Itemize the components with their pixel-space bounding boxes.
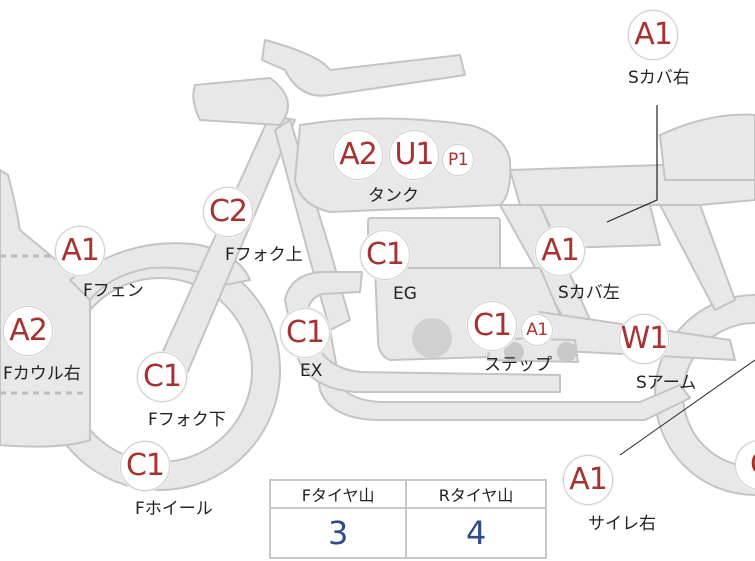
silencer-right-label: サイレ右 <box>588 514 656 534</box>
s-cover-right-badge-1: A1 <box>628 10 678 60</box>
rear-wheel-badge-clip: C <box>735 440 755 492</box>
step-peg-left <box>504 342 524 362</box>
rear-wheel-badge-1: C <box>735 440 755 490</box>
rear-cowl-shape <box>659 113 755 181</box>
f-fork-lower-label: Fフォク下 <box>148 410 226 430</box>
step-badge-2: A1 <box>521 314 553 346</box>
f-cowl-right-label: Fカウル右 <box>3 364 81 384</box>
frame-lower-shape <box>309 329 691 421</box>
silencer-right-badge-1: A1 <box>563 455 613 505</box>
step-badge-1: C1 <box>467 301 517 351</box>
swing-arm-label: Sアーム <box>636 373 697 393</box>
f-fork-lower-badge-1: C1 <box>137 352 187 402</box>
tire-table-value-row: 3 4 <box>268 507 547 559</box>
f-fork-upper-badge-1: C2 <box>203 187 253 237</box>
rear-tire-value: 4 <box>405 507 547 559</box>
f-cowl-right-badge-1: A2 <box>3 306 53 356</box>
f-fender-badge-1: A1 <box>55 226 105 276</box>
front-cowl-shape <box>0 169 91 448</box>
leader-line-s-cover-right <box>606 105 658 223</box>
engine-badge-1: C1 <box>360 230 410 280</box>
front-tire-header: Fタイヤ山 <box>268 479 408 509</box>
s-cover-right-label: Sカバ右 <box>628 68 690 88</box>
exhaust-badge-1: C1 <box>280 308 330 358</box>
swing-arm-badge-1: W1 <box>619 314 669 364</box>
tank-label: タンク <box>368 186 419 206</box>
f-fork-upper-label: Fフォク上 <box>225 245 303 265</box>
s-cover-left-badge-1: A1 <box>535 226 585 276</box>
f-wheel-label: Fホイール <box>135 499 213 519</box>
tank-badge-2: U1 <box>389 130 439 180</box>
s-cover-left-label: Sカバ左 <box>558 283 620 303</box>
tire-table-header-row: Fタイヤ山 Rタイヤ山 <box>268 479 547 509</box>
engine-label: EG <box>393 284 417 304</box>
step-label: ステップ <box>484 355 552 375</box>
tank-badge-3: P1 <box>442 144 474 176</box>
rear-tire-header: Rタイヤ山 <box>405 479 547 509</box>
exhaust-label: EX <box>300 361 323 381</box>
tire-tread-table: Fタイヤ山 Rタイヤ山 3 4 <box>268 479 547 559</box>
front-tire-value: 3 <box>268 507 408 559</box>
engine-cover-circle <box>412 318 452 358</box>
handlebar-shape <box>261 39 466 97</box>
step-peg-right <box>557 342 577 362</box>
f-fender-label: Fフェン <box>83 281 144 301</box>
headlight-shape <box>192 77 289 126</box>
f-wheel-badge-1: C1 <box>120 441 170 491</box>
leader-line-silencer <box>619 359 755 456</box>
tank-badge-1: A2 <box>333 130 383 180</box>
rear-shock-shape <box>659 204 736 311</box>
